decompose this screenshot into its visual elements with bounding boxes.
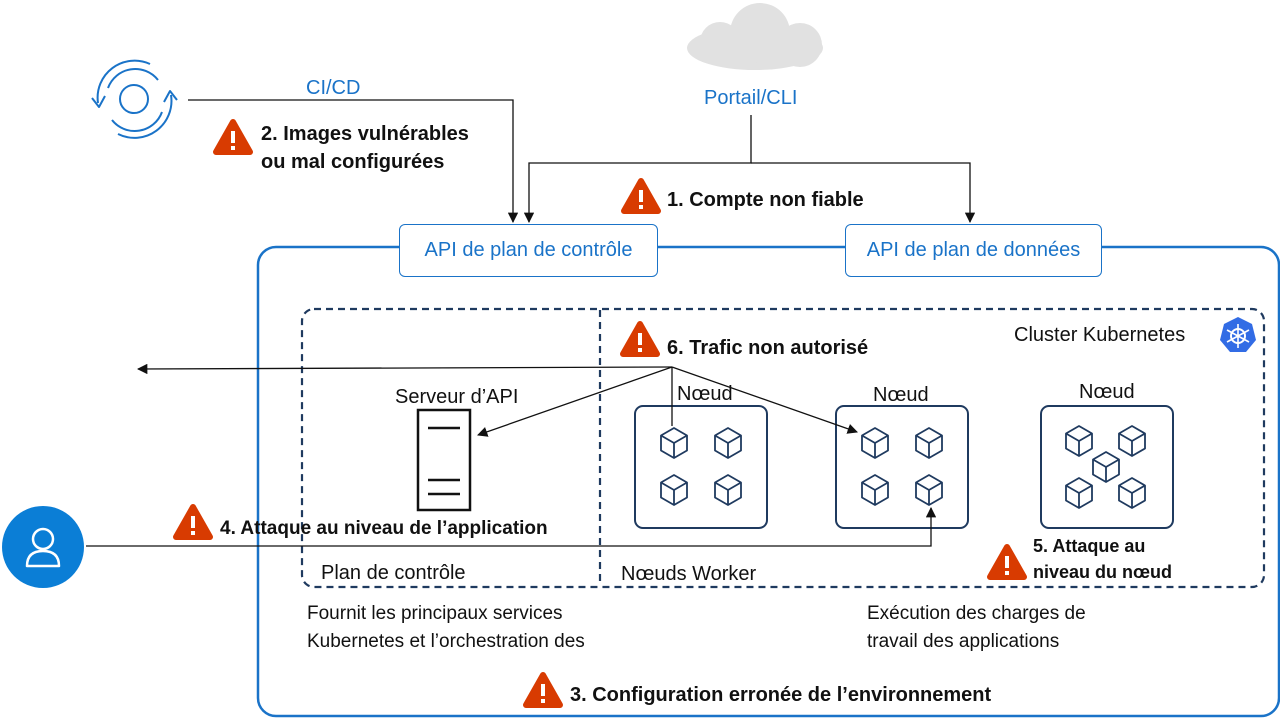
threat-3-label: 3. Configuration erronée de l’environnem… xyxy=(570,684,992,706)
traffic-arrows xyxy=(136,363,858,437)
threat-6-label: 6. Trafic non autorisé xyxy=(667,337,869,359)
warning-triangle-icon xyxy=(216,122,250,152)
cube-icon xyxy=(660,474,688,506)
node-box-1 xyxy=(634,405,768,529)
user-avatar xyxy=(2,506,84,588)
cube-icon xyxy=(714,474,742,506)
threat-1-label: 1. Compte non fiable xyxy=(667,189,864,211)
node-2-label: Nœud xyxy=(873,384,929,406)
cycle-arrows-icon xyxy=(91,59,178,139)
connector-lines xyxy=(188,99,976,224)
data-plane-api-box[interactable]: API de plan de données xyxy=(845,224,1102,277)
cube-icon xyxy=(861,427,889,459)
data-plane-api-label: API de plan de données xyxy=(866,239,1081,261)
user-icon xyxy=(25,527,61,568)
cube-icon xyxy=(1118,477,1146,509)
threat-5-line2: niveau du nœud xyxy=(1033,562,1172,582)
application-attack-line xyxy=(86,506,937,547)
control-plane-api-box[interactable]: API de plan de contrôle xyxy=(399,224,658,277)
warning-triangle-icon xyxy=(623,324,657,354)
cube-icon xyxy=(915,474,943,506)
threat-2-line1: 2. Images vulnérables xyxy=(261,123,469,145)
control-plane-desc-line2: Kubernetes et l’orchestration des xyxy=(307,631,585,652)
cube-icon xyxy=(1065,425,1093,457)
threat-5-line1: 5. Attaque au xyxy=(1033,536,1146,556)
cube-icon xyxy=(1065,477,1093,509)
cluster-label: Cluster Kubernetes xyxy=(1014,324,1186,346)
cube-icon xyxy=(714,427,742,459)
control-plane-api-label: API de plan de contrôle xyxy=(424,239,633,261)
cube-icon xyxy=(1092,451,1120,483)
threat-2-line2: ou mal configurées xyxy=(261,151,445,173)
cube-icon xyxy=(915,427,943,459)
server-icon xyxy=(416,408,472,512)
cube-icon xyxy=(660,427,688,459)
threat-4-label: 4. Attaque au niveau de l’application xyxy=(220,518,548,539)
control-plane-desc-line1: Fournit les principaux services xyxy=(307,603,563,624)
node-box-2 xyxy=(835,405,969,529)
kubernetes-helm-icon xyxy=(1220,317,1256,352)
cicd-label: CI/CD xyxy=(306,77,361,99)
control-plane-label: Plan de contrôle xyxy=(321,562,466,584)
cluster-boundary xyxy=(300,307,1266,589)
cube-icon xyxy=(1118,425,1146,457)
worker-nodes-label: Nœuds Worker xyxy=(621,563,757,585)
node-3-label: Nœud xyxy=(1079,381,1135,403)
portal-label: Portail/CLI xyxy=(704,87,798,109)
warning-triangle-icon xyxy=(990,547,1024,577)
worker-desc-line2: travail des applications xyxy=(867,631,1060,652)
warning-triangle-icon xyxy=(624,181,658,211)
api-server-label: Serveur d’API xyxy=(395,386,519,408)
cube-icon xyxy=(861,474,889,506)
cloud-icon xyxy=(687,3,823,70)
environment-boundary xyxy=(256,245,1280,718)
warning-triangle-icon xyxy=(176,507,210,537)
warning-triangle-icon xyxy=(526,675,560,705)
worker-desc-line1: Exécution des charges de xyxy=(867,603,1086,624)
node-1-label: Nœud xyxy=(677,383,733,405)
